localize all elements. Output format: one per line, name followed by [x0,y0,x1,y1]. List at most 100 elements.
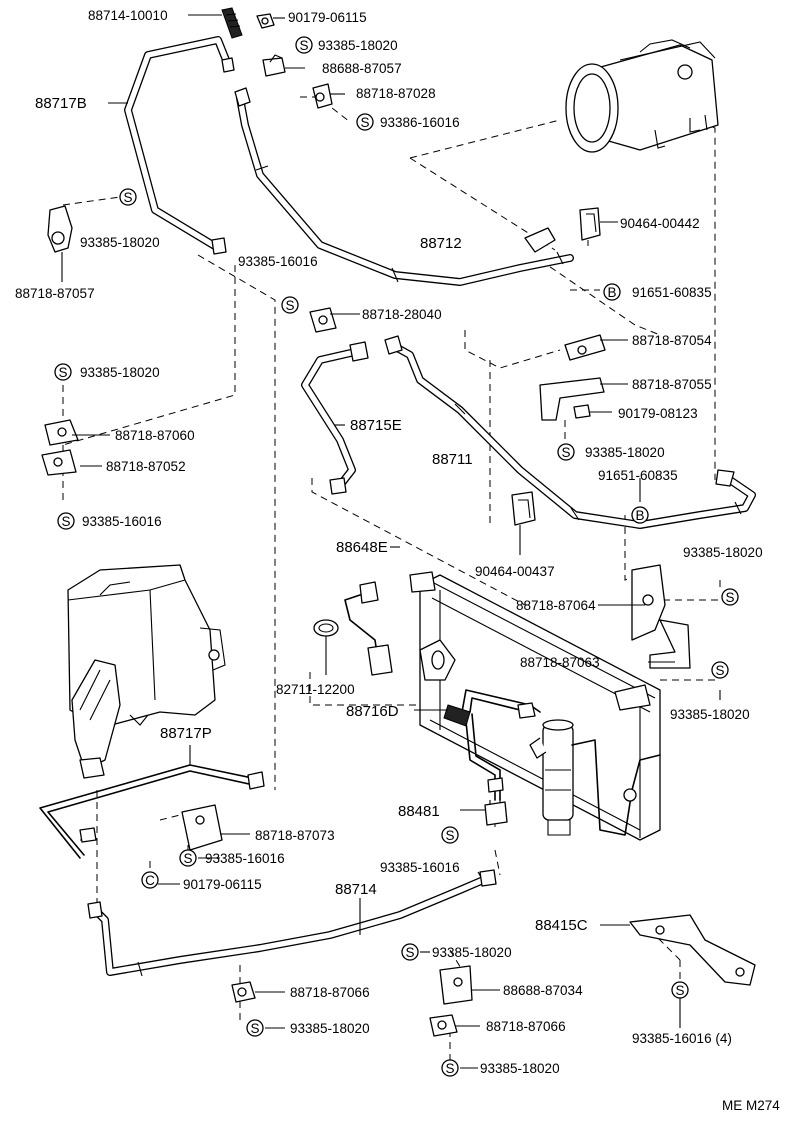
s-symbol: S [356,113,374,131]
c-symbol: C [141,871,159,889]
label-88717P: 88717P [160,725,212,742]
svg-text:S: S [715,663,724,678]
label-90179-06115-b: 90179-06115 [183,877,262,892]
diagram-code: ME M274 [722,1098,780,1113]
s-symbol: S [711,661,729,679]
svg-text:S: S [285,298,294,313]
label-88718-87054: 88718-87054 [632,333,712,348]
label-82711-12200: 82711-12200 [276,682,355,697]
label-93385-18020-r3: 93385-18020 [670,707,750,722]
svg-text:S: S [183,851,192,866]
svg-text:B: B [607,285,616,300]
svg-text:S: S [445,828,454,843]
label-93385-16016: 93385-16016 [238,254,318,269]
label-88718-87073: 88718-87073 [255,828,335,843]
label-93385-18020-b1: 93385-18020 [432,945,512,960]
label-88718-87066-b: 88718-87066 [486,1019,566,1034]
label-93385-18020-left: 93385-18020 [80,235,160,250]
label-93386-16016: 93386-16016 [380,115,460,130]
label-93385-16016-b2: 93385-16016 [205,851,285,866]
s-symbol: S [441,826,459,844]
pipe-88717B [124,36,235,255]
label-93385-16016-b1: 93385-16016 [380,860,460,875]
svg-text:S: S [561,445,570,460]
svg-text:S: S [299,38,308,53]
compressor [565,39,719,153]
label-88718-87064: 88718-87064 [516,598,596,613]
label-88711: 88711 [432,451,473,468]
label-88718-87066-a: 88718-87066 [290,985,370,1000]
svg-text:S: S [61,514,70,529]
svg-text:S: S [675,983,684,998]
label-93385-18020: 93385-18020 [318,38,398,53]
label-88712: 88712 [420,235,462,252]
label-90464-00442: 90464-00442 [620,216,700,231]
label-88718-87052: 88718-87052 [106,459,186,474]
label-93385-18020-b3: 93385-18020 [480,1061,560,1076]
s-symbol: S [557,443,575,461]
valve-88481 [484,798,508,826]
svg-text:S: S [725,590,734,605]
s-symbol: S [721,588,739,606]
label-88718-87060: 88718-87060 [115,428,195,443]
label-93385-18020-b2: 93385-18020 [290,1021,370,1036]
condenser [409,571,661,841]
insulator-88714-10010 [221,7,243,39]
label-leaders [61,14,721,1069]
svg-text:C: C [145,873,155,888]
label-88688-87034: 88688-87034 [503,983,583,998]
label-88717B: 88717B [35,95,87,112]
symbol-markers: S S S B S S S B S S S S S C S S S S [54,36,739,1077]
hose-88714 [87,869,497,977]
s-symbol: S [54,363,72,381]
label-88716D: 88716D [346,703,399,720]
s-symbol: S [179,849,197,867]
label-88714: 88714 [335,881,377,898]
pipe-88715E [301,341,369,495]
clamps [41,13,756,1037]
svg-text:S: S [405,945,414,960]
pipe-88717P [39,764,265,859]
b-symbol: B [631,506,649,524]
label-88718-87057: 88718-87057 [15,286,95,301]
label-88718-87055: 88718-87055 [632,377,712,392]
label-93385-18020-r2: 93385-18020 [683,545,763,560]
s-symbol: S [295,36,313,54]
svg-text:S: S [250,1021,259,1036]
label-91651-60835-b: 91651-60835 [598,468,678,483]
s-symbol: S [57,512,75,530]
svg-text:S: S [123,190,132,205]
label-90464-00437: 90464-00437 [475,564,555,579]
heater-unit [67,564,226,779]
label-93385-16016-l3: 93385-16016 [82,514,162,529]
label-93385-16016-4: 93385-16016 (4) [632,1031,732,1046]
label-90179-08123: 90179-08123 [618,406,698,421]
part-labels: 88714-10010 90179-06115 93385-18020 8868… [15,8,780,1113]
hose-88712 [234,87,574,286]
label-88415C: 88415C [535,917,588,934]
s-symbol: S [441,1059,459,1077]
label-93385-18020-l2: 93385-18020 [80,365,160,380]
label-88718-28040: 88718-28040 [362,307,442,322]
label-88718-87063: 88718-87063 [520,655,600,670]
label-88718-87028: 88718-87028 [356,86,436,101]
s-symbol: S [401,943,419,961]
b-symbol: B [603,283,621,301]
svg-text:S: S [58,365,67,380]
s-symbol: S [281,296,299,314]
s-symbol: S [246,1019,264,1037]
svg-text:S: S [360,115,369,130]
label-88714-10010: 88714-10010 [88,8,168,23]
label-88648E: 88648E [336,539,388,556]
svg-text:S: S [445,1061,454,1076]
svg-text:B: B [635,508,644,523]
label-88481: 88481 [398,803,440,820]
label-88715E: 88715E [350,417,402,434]
label-91651-60835: 91651-60835 [632,285,712,300]
label-90179-06115: 90179-06115 [288,10,367,25]
s-symbol: S [119,188,137,206]
hose-88711 [384,335,756,529]
pipe-88716D [443,689,541,801]
s-symbol: S [671,981,689,999]
